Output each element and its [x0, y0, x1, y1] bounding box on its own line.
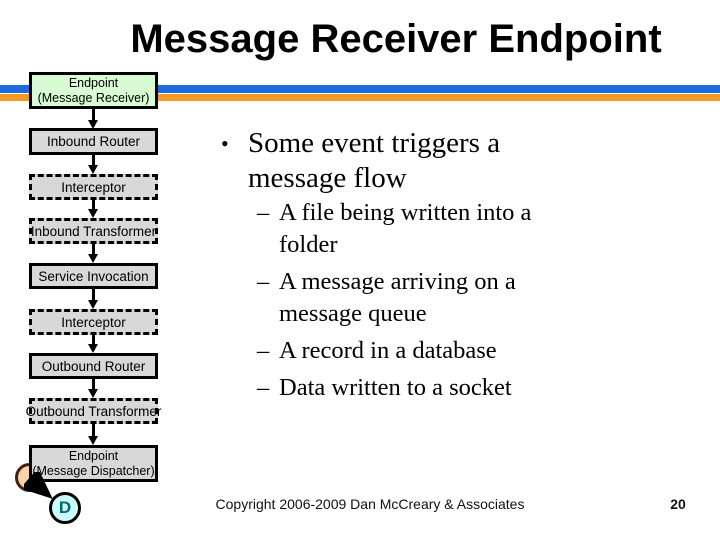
flow-node-outbound-router: Outbound Router — [29, 353, 158, 379]
flow-arrow-down-icon — [88, 424, 98, 445]
flow-arrow-down-icon — [88, 244, 98, 263]
node-label: Outbound Transformer — [25, 403, 162, 419]
flow-arrow-down-icon — [88, 289, 98, 309]
list-item: – A record in a database — [257, 335, 587, 367]
flow-arrow-down-icon — [88, 200, 98, 218]
accent-bar-orange — [0, 94, 720, 101]
page-number: 20 — [670, 496, 686, 512]
dash-marker-icon: – — [257, 374, 270, 401]
flow-arrow-down-icon — [88, 379, 98, 398]
list-item-text: A file being written into a folder — [279, 199, 532, 258]
node-sublabel: (Message Receiver) — [37, 90, 150, 105]
node-label: Interceptor — [61, 314, 126, 330]
node-sublabel: (Message Dispatcher) — [32, 463, 155, 478]
dash-marker-icon: – — [257, 268, 270, 295]
node-label: Inbound Transformer — [30, 223, 157, 239]
list-item-text: Data written to a socket — [279, 374, 512, 401]
node-label: Service Invocation — [38, 268, 149, 284]
bullet-dot-icon: • — [221, 131, 229, 156]
node-label: Interceptor — [61, 179, 126, 195]
footer-copyright: Copyright 2006-2009 Dan McCreary & Assoc… — [215, 496, 525, 512]
flow-node-inbound-router: Inbound Router — [29, 128, 158, 155]
flow-arrow-down-icon — [88, 108, 98, 129]
dispatcher-circle-badge: D — [49, 492, 81, 524]
flow-node-endpoint-receiver: Endpoint (Message Receiver) — [29, 72, 158, 109]
flow-arrow-down-icon — [88, 154, 98, 174]
flow-node-outbound-transformer: Outbound Transformer — [26, 398, 161, 424]
dispatcher-letter: D — [58, 498, 72, 517]
flow-node-endpoint-dispatcher: Endpoint (Message Dispatcher) — [29, 445, 158, 482]
bullet-level2-list: – A file being written into a folder – A… — [257, 197, 587, 409]
list-item: – A file being written into a folder — [257, 197, 587, 261]
slide-title: Message Receiver Endpoint — [130, 17, 662, 61]
bullet-level1: • Some event triggers a message flow — [221, 126, 566, 196]
flow-node-service-invocation: Service Invocation — [29, 263, 158, 289]
list-item: – A message arriving on a message queue — [257, 266, 587, 330]
dash-marker-icon: – — [257, 337, 270, 364]
dash-marker-icon: – — [257, 199, 270, 226]
flow-node-inbound-transformer: Inbound Transformer — [29, 218, 158, 244]
dispatcher-arrow-icon — [24, 472, 53, 499]
list-item-text: A record in a database — [279, 337, 497, 364]
node-label: Endpoint — [68, 76, 119, 90]
flow-node-interceptor-2: Interceptor — [29, 309, 158, 335]
flow-arrow-down-icon — [88, 335, 98, 353]
bullet-level1-text: Some event triggers a message flow — [248, 127, 501, 194]
node-label: Outbound Router — [41, 358, 146, 374]
list-item: – Data written to a socket — [257, 372, 587, 404]
accent-bar-blue — [0, 85, 720, 93]
flow-node-interceptor-1: Interceptor — [29, 174, 158, 200]
list-item-text: A message arriving on a message queue — [279, 268, 516, 327]
node-label: Endpoint — [68, 449, 119, 463]
node-label: Inbound Router — [46, 134, 141, 149]
